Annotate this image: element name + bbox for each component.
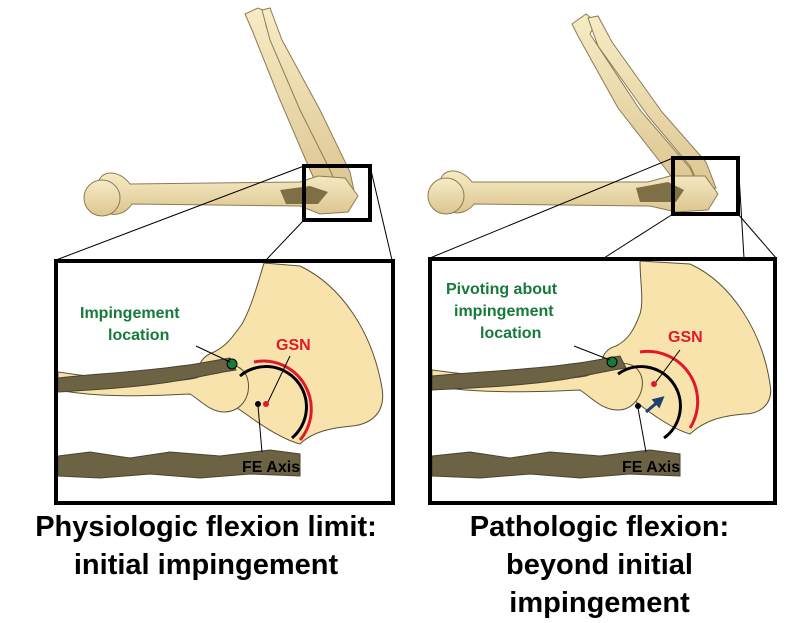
left-gsn-leader	[267, 355, 291, 403]
right-joint-arc	[617, 365, 682, 440]
right-arm-illustration	[427, 13, 777, 259]
right-gsn-arc	[639, 349, 700, 429]
right-axis-dot	[635, 403, 641, 409]
left-arm-illustration	[55, 7, 393, 261]
left-axis-leader	[257, 405, 263, 453]
right-axis-label: FE Axis	[622, 459, 680, 476]
left-impingement-leader	[195, 345, 231, 363]
right-caption: Pathologic flexion: beyond initial impin…	[412, 508, 787, 622]
left-cartilage-top	[58, 357, 237, 393]
left-joint-arc	[239, 365, 308, 440]
left-cartilage-bottom	[58, 449, 301, 479]
left-caption: Physiologic flexion limit: initial impin…	[0, 508, 412, 584]
left-gsn-arc	[253, 359, 313, 441]
right-humeral-head	[427, 177, 465, 215]
right-impingement-dot	[606, 356, 618, 368]
left-zoom-box	[302, 164, 372, 222]
left-impingement-label-line2: location	[108, 327, 169, 344]
right-humerus-distal	[601, 261, 772, 435]
left-forearm-bone-ulna	[261, 7, 356, 199]
left-zoom-line-a	[55, 165, 305, 261]
right-gsn-dot	[651, 381, 657, 387]
right-caption-line2: beyond initial	[506, 549, 693, 581]
left-zoom-line-c	[265, 219, 305, 261]
right-impingement-leader	[573, 345, 611, 361]
right-impingement-label-line2: impingement	[454, 303, 554, 320]
right-axis-leader	[637, 407, 647, 453]
left-humeral-head	[83, 179, 121, 217]
right-impingement-label-line1: Pivoting about	[446, 281, 558, 298]
left-detail-panel: Impingement location GSN FE Axis	[54, 259, 395, 505]
right-zoom-line-b	[737, 213, 777, 259]
left-caption-line2: initial impingement	[73, 549, 339, 581]
right-impingement-label-line3: location	[480, 325, 541, 342]
left-gsn-label: GSN	[276, 337, 311, 354]
left-zoom-line-b	[369, 165, 393, 261]
right-zoom-line-c	[429, 157, 674, 259]
right-detail-panel: Pivoting about impingement location GSN …	[428, 257, 777, 505]
right-caption-line3: impingement	[509, 587, 690, 619]
left-axis-dot	[255, 401, 261, 407]
left-impingement-label-line1: Impingement	[80, 305, 180, 322]
right-zoom-line-a	[603, 213, 674, 259]
left-gsn-dot	[263, 401, 269, 407]
right-gsn-label: GSN	[668, 329, 703, 346]
right-gsn-leader	[655, 349, 681, 383]
right-displacement-arrow	[645, 396, 665, 414]
right-cartilage-bottom	[432, 449, 681, 479]
right-zoom-line-d	[737, 157, 745, 259]
left-axis-label: FE Axis	[242, 459, 300, 476]
left-caption-line1: Physiologic flexion limit:	[35, 511, 377, 543]
right-forearm-bone-ulna	[587, 15, 717, 193]
right-forearm-bone-radius	[571, 13, 699, 191]
right-caption-line1: Pathologic flexion:	[469, 511, 730, 543]
right-zoom-box	[671, 156, 740, 216]
left-impingement-dot	[226, 358, 238, 370]
